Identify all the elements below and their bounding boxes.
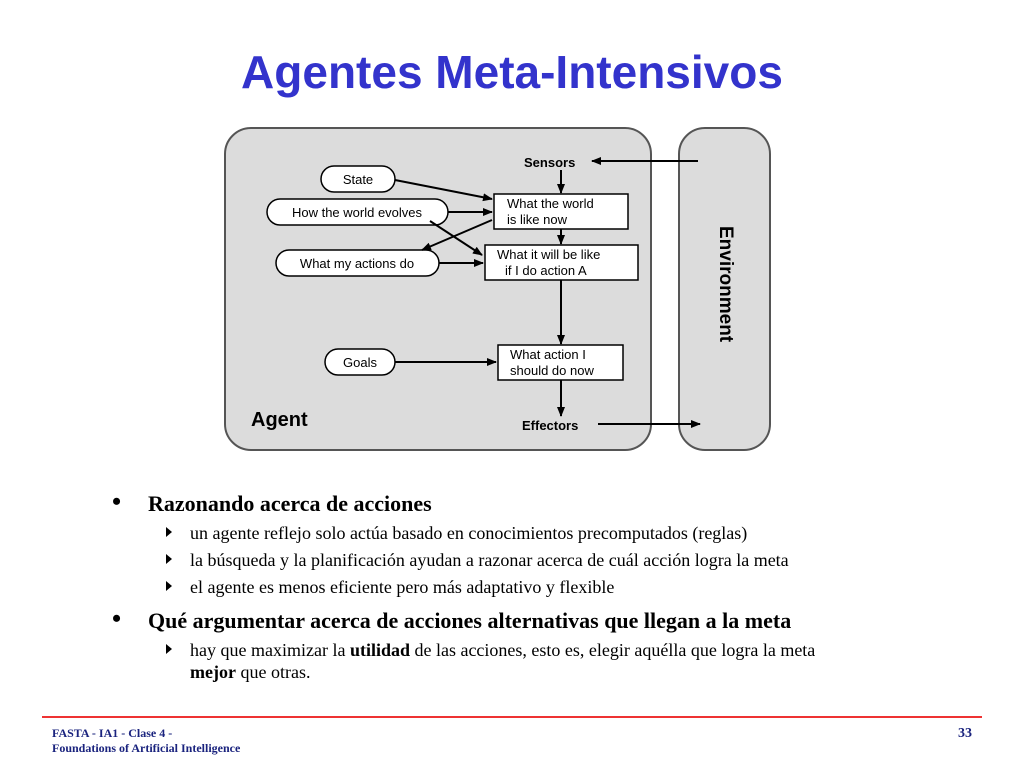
world-now-box	[493, 193, 629, 230]
sensors-label: Sensors	[524, 155, 575, 170]
sub-bullet-2-1: hay que maximizar la utilidad de las acc…	[112, 639, 992, 683]
agent-panel	[224, 127, 652, 451]
worldnow-to-actionsdo-arrow	[421, 219, 493, 251]
sub-bullet-2-1-bold: utilidad	[349, 640, 410, 660]
environment-panel	[678, 127, 771, 451]
actions-do-text: What my actions do	[300, 256, 414, 271]
sub-bullet-2-1-post: que otras.	[235, 662, 311, 682]
bullet-2-text: Qué argumentar acerca de acciones altern…	[148, 608, 792, 633]
effectors-label: Effectors	[522, 418, 578, 433]
slide-title: Agentes Meta-Intensivos	[241, 46, 783, 98]
footer-source: FASTA - IA1 - Clase 4 - Foundations of A…	[52, 726, 240, 756]
action-now-text-1: What action I	[510, 347, 586, 362]
bullet-list: • Razonando acerca de acciones un agente …	[112, 487, 992, 688]
footer-line-1: FASTA - IA1 - Clase 4 -	[52, 726, 173, 740]
state-arrow	[394, 179, 493, 202]
bullet-1: • Razonando acerca de acciones	[112, 487, 992, 518]
triangle-right-icon	[166, 527, 172, 537]
page-number: 33	[958, 726, 972, 741]
triangle-right-icon	[166, 644, 172, 654]
will-be-box	[484, 244, 639, 281]
sub-bullet-2-1-pre: hay que maximizar la	[190, 640, 350, 660]
state-text: State	[343, 172, 373, 187]
environment-label: Environment	[715, 226, 736, 343]
footer-line-2: Foundations of Artificial Intelligence	[52, 741, 241, 755]
bullet-2: • Qué argumentar acerca de acciones alter…	[112, 604, 992, 635]
sub-bullet-2-1-mid: de las acciones, esto es, elegir aquélla…	[409, 640, 816, 660]
sub-bullet-1-3-text: el agente es menos eficiente pero más ad…	[190, 577, 615, 597]
action-now-text-2: should do now	[510, 363, 594, 378]
will-be-text-2: if I do action A	[505, 263, 587, 278]
bullet-dot-icon: •	[112, 487, 122, 516]
bullet-1-text: Razonando acerca de acciones	[148, 491, 432, 516]
world-evolves-text: How the world evolves	[292, 205, 423, 220]
agent-label: Agent	[251, 409, 308, 431]
agent-diagram: Sensors Effectors Agent Environment Stat…	[224, 127, 771, 451]
evolves-to-willbe-arrow	[429, 220, 483, 256]
sub-bullet-2-1-bold2: mejor	[190, 662, 236, 682]
state-oval	[320, 165, 396, 193]
action-now-box	[497, 344, 624, 381]
world-now-text-2: is like now	[507, 212, 568, 227]
bullet-dot-icon: •	[112, 604, 122, 633]
sub-bullet-1-1-text: un agente reflejo solo actúa basado en c…	[190, 523, 748, 543]
triangle-right-icon	[166, 554, 172, 564]
will-be-text-1: What it will be like	[497, 247, 600, 262]
sub-bullet-1-2-text: la búsqueda y la planificación ayudan a …	[190, 550, 789, 570]
sub-bullet-1-2: la búsqueda y la planificación ayudan a …	[112, 549, 992, 571]
footer-divider	[42, 716, 982, 718]
sub-bullet-1-1: un agente reflejo solo actúa basado en c…	[112, 522, 992, 544]
goals-text: Goals	[343, 355, 377, 370]
triangle-right-icon	[166, 581, 172, 591]
sub-bullet-1-3: el agente es menos eficiente pero más ad…	[112, 576, 992, 598]
world-now-text-1: What the world	[507, 196, 594, 211]
